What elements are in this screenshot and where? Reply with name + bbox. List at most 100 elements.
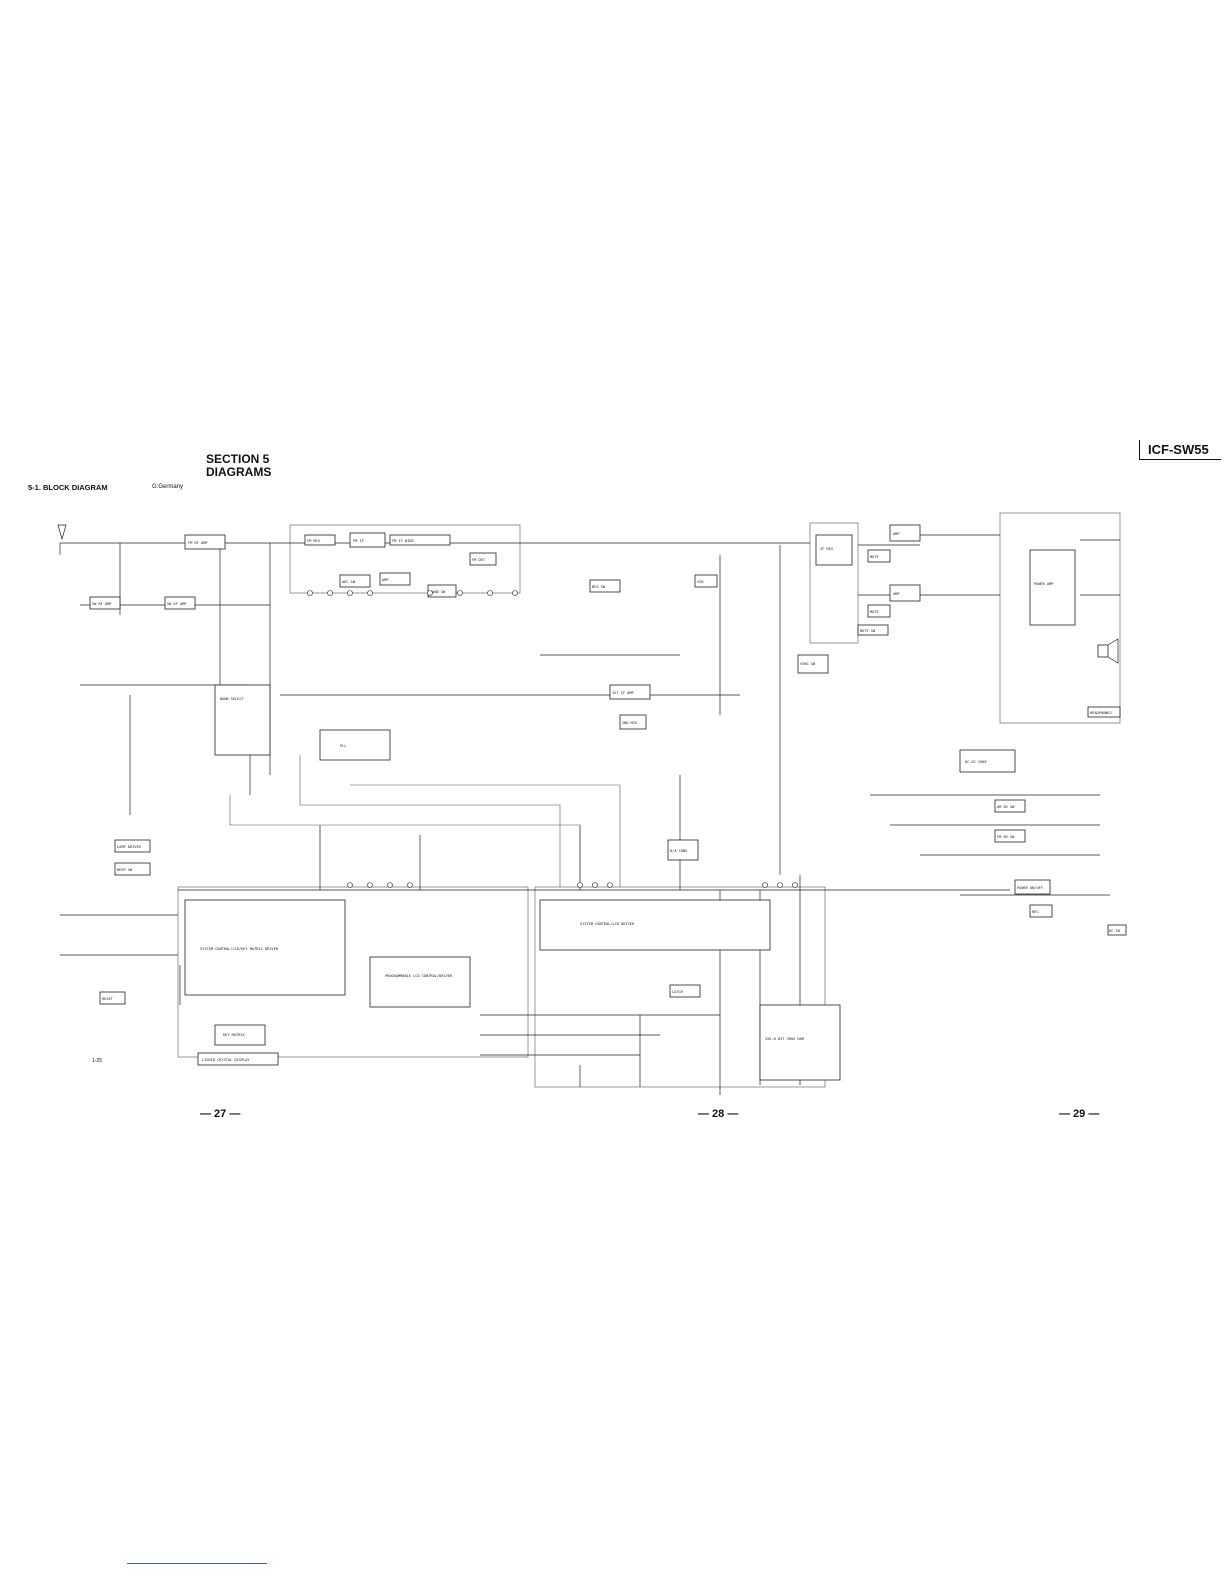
section-title: SECTION 5 DIAGRAMS <box>206 453 271 479</box>
svg-text:SW RF AMP: SW RF AMP <box>167 602 186 606</box>
pin-row <box>307 590 798 888</box>
data-lines <box>229 755 621 887</box>
svg-text:BAND SELECT: BAND SELECT <box>220 697 245 701</box>
svg-text:BFO SW: BFO SW <box>592 585 606 589</box>
fm-if-block: FM IF <box>349 532 386 548</box>
svg-text:FM 8V SW: FM 8V SW <box>997 835 1015 839</box>
reg-block: REG <box>1029 904 1053 918</box>
svg-text:KEY MATRIX: KEY MATRIX <box>223 1033 245 1037</box>
dc-dc-converter-block: DC-DC CONV <box>959 749 1016 773</box>
svg-text:BEEP SW: BEEP SW <box>117 868 133 872</box>
system-control-ic802: SYSTEM CONTROL/LCD DRIVER <box>539 899 771 951</box>
svg-text:POWER AMP: POWER AMP <box>1034 582 1053 586</box>
power-amp-block: POWER AMP <box>1029 549 1076 626</box>
svg-text:POWER ON/OFF: POWER ON/OFF <box>1017 886 1043 890</box>
fm-rf-amp-block: FM RF AMP <box>184 534 226 550</box>
svg-text:1ST IF AMP: 1ST IF AMP <box>612 691 634 695</box>
block-diagram: FM RF AMP FM MIX FM IF FM IF WIDE SW RF … <box>57 512 1127 1095</box>
region-note: G:Germany <box>152 484 184 490</box>
sw-rf-amp-1: SW RF AMP <box>89 596 121 610</box>
fm-det-block: FM DET <box>469 552 497 566</box>
fm-mix-block: FM MIX <box>304 534 336 546</box>
svg-text:REG: REG <box>1032 910 1039 914</box>
svg-text:IF REV: IF REV <box>820 547 834 551</box>
svg-text:FM DET: FM DET <box>472 558 486 562</box>
svg-text:LAMP DRIVER: LAMP DRIVER <box>117 845 142 849</box>
adc-switch-block: ADC SW <box>339 574 371 588</box>
svg-text:MUTE: MUTE <box>870 610 879 614</box>
page-number-27: — 27 — <box>200 1108 241 1120</box>
mute-switch-block: MUTE SW <box>857 624 889 636</box>
svg-text:DC IN: DC IN <box>1109 929 1120 933</box>
svg-text:DC-DC CONV: DC-DC CONV <box>965 760 987 764</box>
sw-rf-amp-2: SW RF AMP <box>164 596 196 610</box>
ram-bus <box>480 1014 720 1087</box>
sram-block: 32K-8 BIT CMOS RAM <box>759 1004 841 1081</box>
svg-text:LATCH: LATCH <box>672 990 683 994</box>
if-rev-block: IF REV <box>815 534 853 566</box>
mute-q35: MUTE <box>867 604 891 618</box>
ssb-det-block: SSB <box>694 574 718 588</box>
dc-in-jack: DC IN <box>1107 924 1127 936</box>
bottom-link-line[interactable] <box>127 1563 267 1564</box>
if-signal-path <box>280 545 781 875</box>
svg-text:RESET: RESET <box>102 997 114 1001</box>
svg-text:2ND MIX: 2ND MIX <box>622 721 638 725</box>
svg-text:PLL: PLL <box>340 744 347 748</box>
svg-text:LIQUID CRYSTAL DISPLAY: LIQUID CRYSTAL DISPLAY <box>202 1058 250 1062</box>
lcd-block: LIQUID CRYSTAL DISPLAY <box>197 1052 279 1066</box>
headphones-icon: HEADPHONES <box>1087 706 1121 718</box>
svg-text:D/A CONV: D/A CONV <box>670 849 688 853</box>
first-if-amp-block: 1ST IF AMP <box>609 684 651 700</box>
power-bus <box>719 794 1110 1095</box>
da-converter-block: D/A CONV <box>667 839 699 861</box>
am-8v-switch-block: AM 8V SW <box>994 799 1026 813</box>
svg-text:AM 8V SW: AM 8V SW <box>997 805 1015 809</box>
section-line-1: SECTION 5 <box>206 452 270 466</box>
document-code: 1-25 <box>92 1058 103 1064</box>
svg-text:SSB: SSB <box>697 580 704 584</box>
antenna-icon <box>57 524 67 541</box>
beep-switch-block: BEEP SW <box>114 862 151 876</box>
system-control-frame <box>177 886 529 1058</box>
band-switch-block: BAND SW <box>427 584 457 598</box>
svg-text:SYSTEM CONTROL/LCD/KEY MATRIX: SYSTEM CONTROL/LCD/KEY MATRIX DRIVER <box>200 947 279 951</box>
svg-text:PROGRAMMABLE LCD CONTROL/DRIVE: PROGRAMMABLE LCD CONTROL/DRIVER <box>385 974 453 978</box>
reset-block: RESET <box>99 991 126 1005</box>
key-matrix-block: KEY MATRIX <box>214 1024 266 1046</box>
svg-text:HEADPHONES: HEADPHONES <box>1090 711 1112 715</box>
svg-text:MUTE SW: MUTE SW <box>860 629 876 633</box>
if-rev-frame <box>809 522 859 644</box>
fm-if-section-frame <box>289 524 521 594</box>
bfo-block: BFO SW <box>589 579 621 593</box>
audio-output-frame <box>999 512 1121 724</box>
svg-text:AMP: AMP <box>893 592 900 596</box>
diagram-title: 5-1. BLOCK DIAGRAM <box>28 483 108 492</box>
lamp-driver-block: LAMP DRIVER <box>114 839 151 853</box>
svg-text:SW RF AMP: SW RF AMP <box>92 602 111 606</box>
page-number-28: — 28 — <box>698 1108 739 1120</box>
section-line-2: DIAGRAMS <box>206 465 272 479</box>
svg-text:FM RF AMP: FM RF AMP <box>188 541 207 545</box>
model-tag: ICF-SW55 <box>1139 440 1221 460</box>
mute-q34: MUTE <box>867 549 891 563</box>
svg-text:ADC SW: ADC SW <box>342 580 356 584</box>
svg-text:FM MIX: FM MIX <box>307 539 321 543</box>
amp-ic5-block: AMP <box>379 572 411 586</box>
svg-text:BAND SW: BAND SW <box>430 590 446 594</box>
svg-text:AMP: AMP <box>893 532 900 536</box>
second-mix-block: 2ND MIX <box>619 714 647 730</box>
svg-text:SYNC SW: SYNC SW <box>800 662 816 666</box>
svg-text:32K-8 BIT CMOS RAM: 32K-8 BIT CMOS RAM <box>765 1037 805 1041</box>
speaker-icon <box>1097 638 1119 664</box>
lcd-driver-ic802: PROGRAMMABLE LCD CONTROL/DRIVER <box>369 956 471 1008</box>
fm-8v-switch-block: FM 8V SW <box>994 829 1026 843</box>
band-select-block: BAND SELECT <box>214 684 271 756</box>
audio-path <box>858 534 1120 596</box>
pll-block: PLL <box>319 729 391 761</box>
svg-text:FM IF: FM IF <box>353 539 364 543</box>
svg-text:AMP: AMP <box>382 578 389 582</box>
amp-ic4-l: AMP <box>889 524 921 542</box>
svg-text:FM IF WIDE: FM IF WIDE <box>392 539 414 543</box>
amp-ic4-r: AMP <box>889 584 921 602</box>
